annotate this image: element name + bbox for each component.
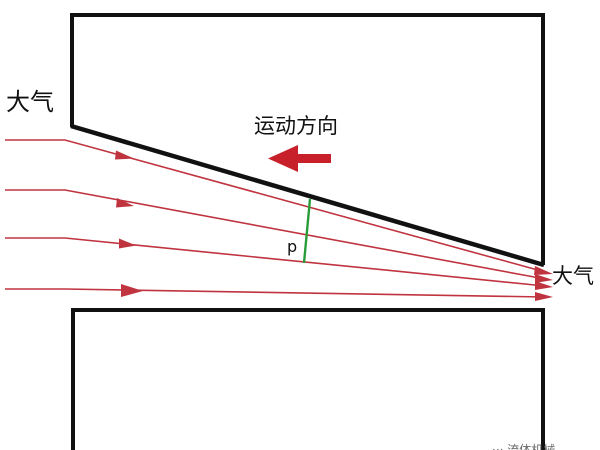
watermark-text: ··· 流体机械: [492, 442, 555, 450]
flow-line: [5, 237, 546, 287]
atmosphere-left-label: 大气: [6, 88, 54, 116]
flow-line: [5, 189, 546, 280]
flow-lines: [5, 139, 546, 298]
lower-block-outline: [71, 308, 545, 450]
outlet-arrowhead: [535, 274, 553, 283]
outlet-arrowhead: [535, 281, 553, 290]
left-arrow-icon: [268, 145, 331, 172]
outlet-arrowhead: [534, 266, 553, 275]
outlet-arrowhead: [535, 292, 553, 301]
outlet-arrowheads: [534, 266, 553, 301]
flow-arrowhead: [119, 238, 136, 249]
flow-line: [5, 139, 546, 273]
atmosphere-right-label: 大气: [552, 264, 594, 288]
upper-block-outline: [70, 13, 545, 265]
flow-arrowheads: [115, 150, 143, 297]
p-marker-line: [302, 198, 312, 264]
upper-block-inclined-surface: [70, 123, 545, 268]
point-p-label: p: [287, 237, 297, 256]
flow-arrowhead: [116, 198, 134, 208]
flow-arrowhead: [115, 150, 134, 160]
motion-direction-label: 运动方向: [254, 114, 338, 138]
flow-line: [5, 288, 546, 298]
flow-arrowhead: [121, 284, 143, 297]
